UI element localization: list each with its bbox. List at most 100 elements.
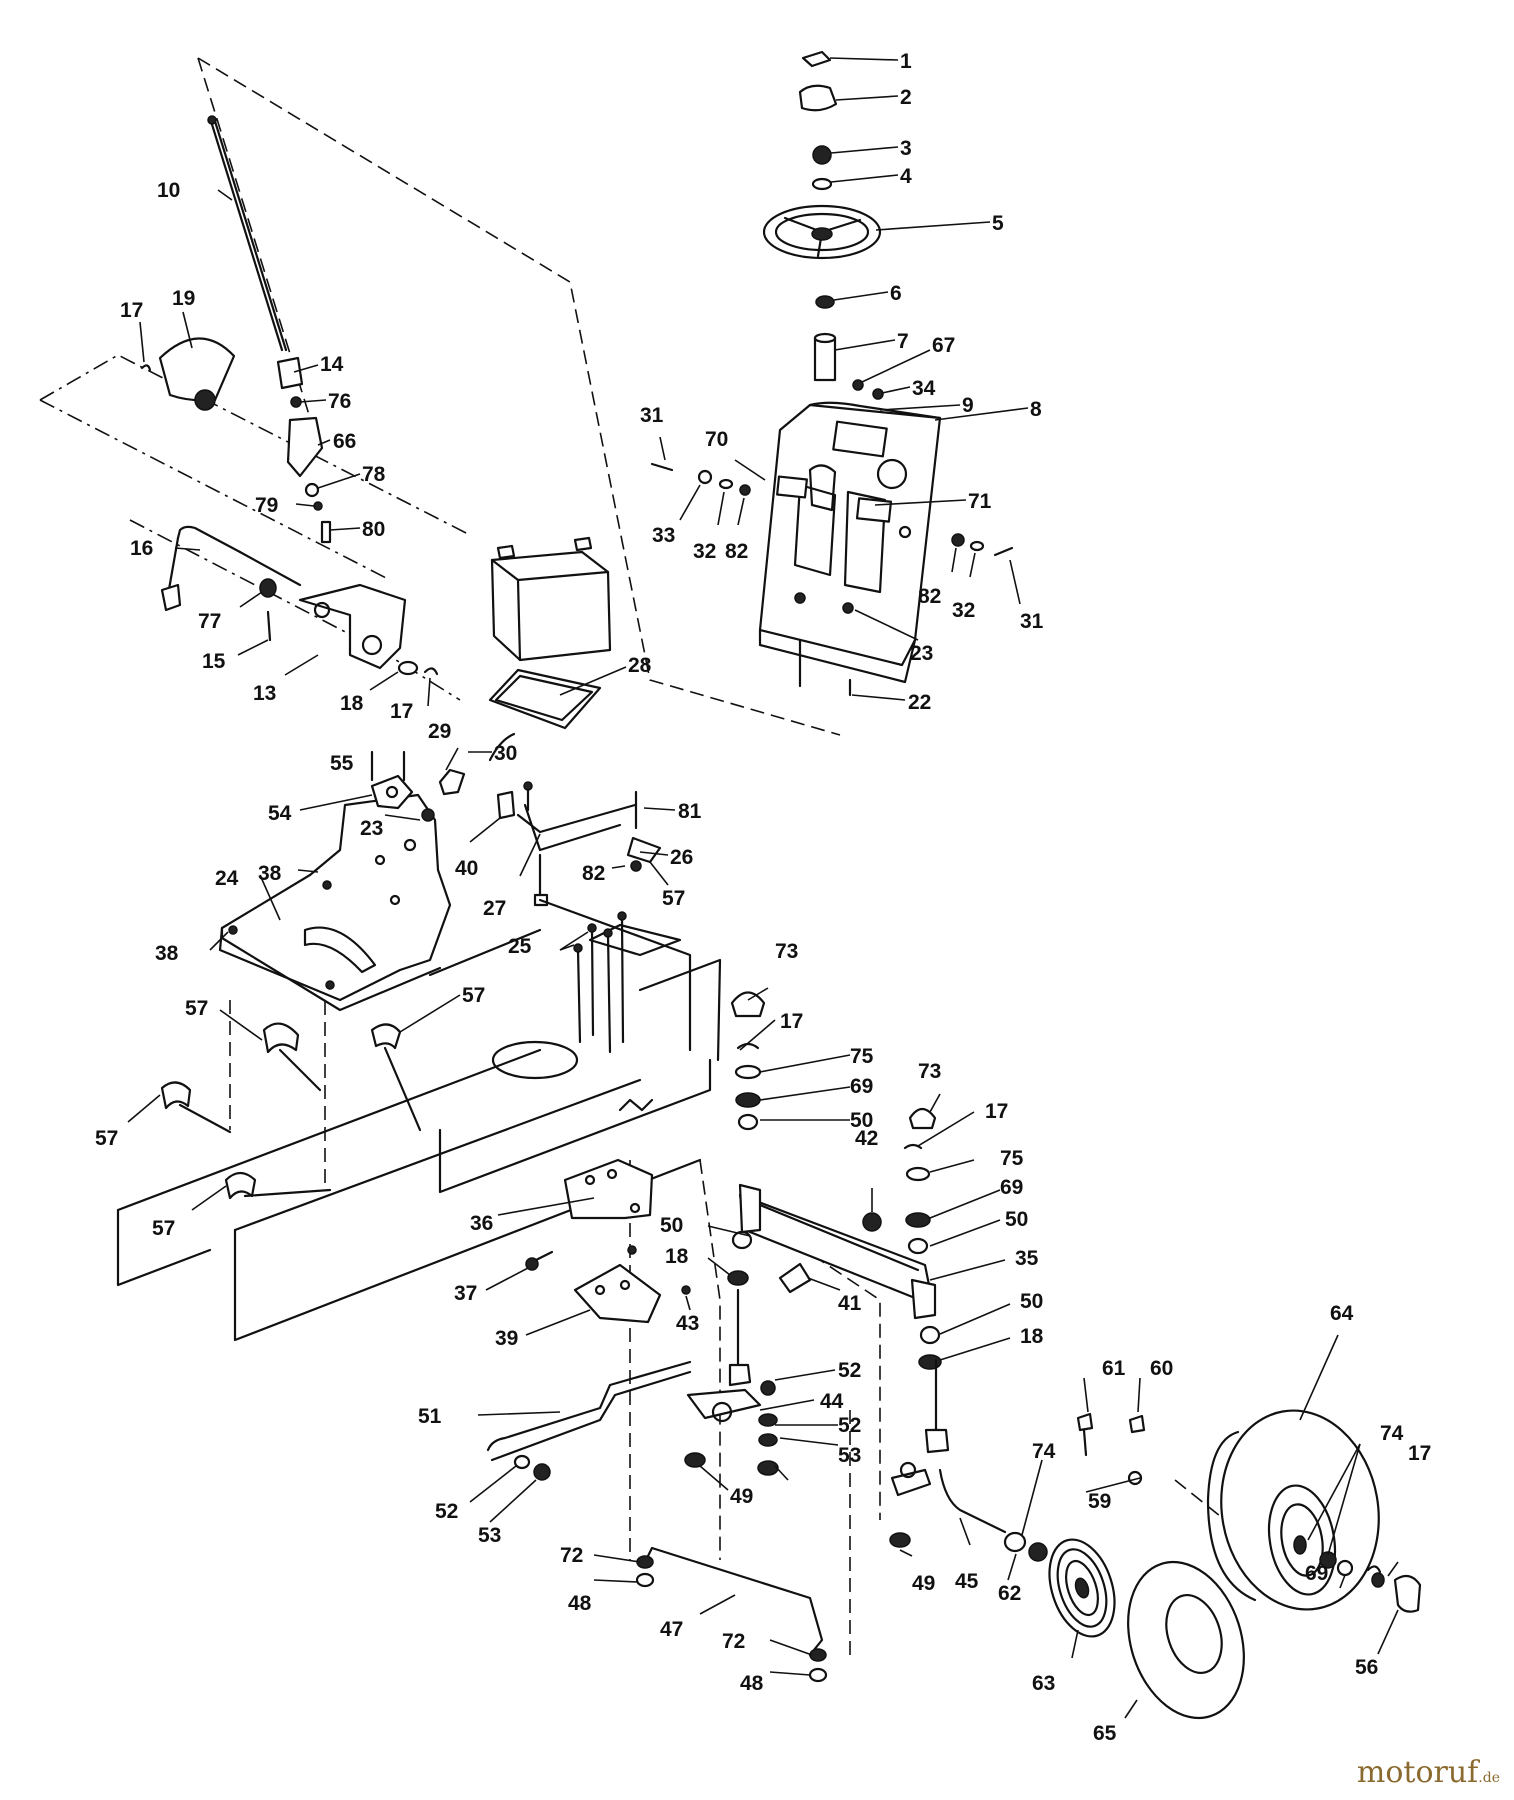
callout-57-e: 57: [95, 1127, 118, 1150]
callout-82-mid: 82: [582, 862, 605, 885]
spindles-and-drag-link: [486, 1288, 1007, 1548]
callout-50-b: 50: [1005, 1208, 1028, 1231]
callout-52-c: 52: [435, 1500, 458, 1523]
callout-36: 36: [470, 1212, 493, 1235]
callout-71: 71: [968, 490, 992, 513]
callout-40: 40: [455, 857, 478, 880]
callout-56: 56: [1355, 1656, 1378, 1679]
callout-82-left: 82: [725, 540, 748, 563]
callout-7: 7: [897, 330, 909, 353]
callout-15: 15: [202, 650, 226, 673]
part-56-cap: [1393, 1574, 1422, 1613]
callout-35: 35: [1015, 1247, 1039, 1270]
callout-34: 34: [912, 377, 936, 400]
callout-69-b: 69: [1000, 1176, 1023, 1199]
callout-33: 33: [652, 524, 675, 547]
callout-53-a: 53: [838, 1444, 861, 1467]
callout-57-top: 57: [662, 887, 685, 910]
callout-29: 29: [428, 720, 451, 743]
callout-27: 27: [483, 897, 506, 920]
watermark-logo: motoruf.de: [1357, 1755, 1500, 1790]
callout-24: 24: [215, 867, 239, 890]
callout-2: 2: [900, 86, 912, 109]
callout-22: 22: [908, 691, 931, 714]
callout-17-d: 17: [1408, 1442, 1431, 1465]
part-3-nut: [812, 145, 832, 165]
callout-17-c: 17: [985, 1100, 1008, 1123]
battery-tray-and-hold-down: [438, 668, 602, 796]
dashboard-pedestal: [758, 401, 942, 684]
callout-78: 78: [362, 463, 386, 486]
part-5-steering-wheel: [762, 204, 882, 260]
watermark-brand: motoruf: [1356, 1755, 1479, 1790]
callout-numbers: 1 2 3 4 5 6 7 67 34 9 8 70 71 31 33 32 8…: [95, 50, 1431, 1745]
callout-50-c: 50: [1020, 1290, 1043, 1313]
front-axle-assembly: [727, 991, 942, 1370]
part-6-nut: [815, 295, 835, 309]
callout-75-a: 75: [850, 1045, 874, 1068]
callout-45: 45: [955, 1570, 979, 1593]
callout-17-b: 17: [780, 1010, 803, 1033]
part-14-knob: [276, 356, 304, 390]
callout-60: 60: [1150, 1357, 1173, 1380]
callout-47: 47: [660, 1618, 683, 1641]
callout-10: 10: [157, 179, 180, 202]
callout-73-a: 73: [775, 940, 798, 963]
part-65-tire: [1127, 1560, 1245, 1720]
frame-bolts: [573, 911, 627, 1054]
callout-38-a: 38: [258, 862, 282, 885]
callout-73-b: 73: [918, 1060, 941, 1083]
callout-61: 61: [1102, 1357, 1126, 1380]
callout-77: 77: [198, 610, 221, 633]
callout-57-f: 57: [152, 1217, 175, 1240]
floor-plate: [218, 793, 452, 1012]
part-7-bushing: [813, 336, 837, 382]
callout-51: 51: [418, 1405, 442, 1428]
callout-26: 26: [670, 846, 693, 869]
callout-72-b: 72: [722, 1630, 745, 1653]
callout-41: 41: [838, 1292, 862, 1315]
callout-3: 3: [900, 137, 912, 160]
part-41-pin: [778, 1262, 812, 1294]
callout-42: 42: [855, 1127, 878, 1150]
callout-30: 30: [494, 742, 517, 765]
callout-44: 44: [820, 1390, 844, 1413]
callout-81: 81: [678, 800, 702, 823]
callout-76: 76: [328, 390, 351, 413]
callout-19: 19: [172, 287, 195, 310]
callout-65: 65: [1093, 1722, 1117, 1745]
callout-16: 16: [130, 537, 153, 560]
part-63-rim: [1048, 1538, 1116, 1638]
part-54-block: [370, 774, 414, 810]
pedestal-hardware: [650, 462, 1014, 697]
callout-32-right: 32: [952, 599, 975, 622]
frame-rails: [116, 898, 722, 1342]
callout-59: 59: [1088, 1490, 1111, 1513]
callout-17-top: 17: [120, 299, 143, 322]
callout-17-mid: 17: [390, 700, 413, 723]
callout-23-top: 23: [910, 642, 933, 665]
part-29-clip: [438, 768, 466, 796]
callout-4: 4: [900, 165, 912, 188]
callout-48-b: 48: [740, 1672, 764, 1695]
battery: [490, 536, 612, 662]
watermark-suffix: .de: [1478, 1770, 1500, 1786]
callout-38-b: 38: [155, 942, 179, 965]
callout-14: 14: [320, 353, 344, 376]
linkage-parts-center: [370, 750, 662, 907]
callout-49-a: 49: [730, 1485, 753, 1508]
callout-55: 55: [330, 752, 354, 775]
lower-brackets: [525, 1158, 691, 1324]
callout-31-left: 31: [640, 404, 664, 427]
callout-23-mid: 23: [360, 817, 383, 840]
callout-74-a: 74: [1032, 1440, 1056, 1463]
callout-13: 13: [253, 682, 276, 705]
callout-32-left: 32: [693, 540, 716, 563]
part-64-wheel: [1206, 1409, 1380, 1611]
callout-43: 43: [676, 1312, 699, 1335]
part-36-bracket: [563, 1158, 654, 1220]
callout-62: 62: [998, 1582, 1021, 1605]
callout-72-a: 72: [560, 1544, 583, 1567]
front-wheel-hub-and-tire: [1003, 1531, 1245, 1720]
